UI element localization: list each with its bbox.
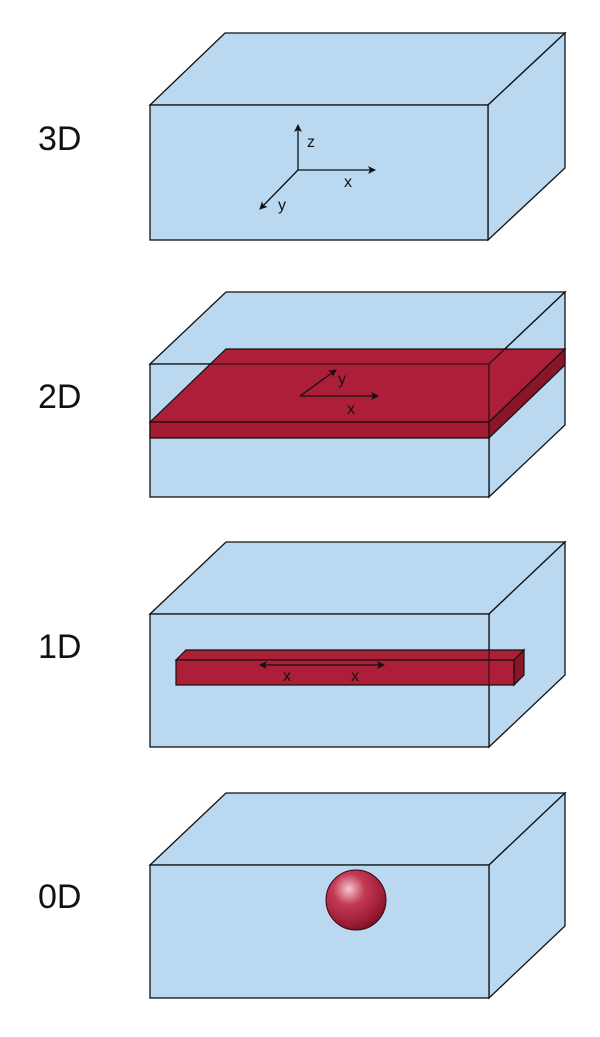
label-3d: 3D	[38, 120, 82, 158]
box-front-face	[149, 104, 489, 241]
box-edge	[488, 291, 566, 365]
y-axis-label: y	[338, 371, 346, 388]
label-1d: 1D	[38, 628, 82, 666]
coordinate-axes: z x y	[259, 124, 376, 214]
coordinate-axes: y x	[299, 369, 379, 418]
slab-front-face	[149, 421, 490, 439]
quantum-well-slab	[148, 347, 567, 440]
y-axis-arrow	[259, 169, 299, 210]
x-axis-label-left: x	[283, 668, 291, 685]
box-front-face	[149, 864, 490, 999]
box-visible-edges-over-slab	[150, 291, 566, 438]
z-axis-label: z	[307, 134, 315, 151]
wire-top-face	[174, 649, 526, 661]
bulk-box	[148, 31, 567, 242]
x-axis-label: x	[347, 401, 355, 418]
x-axis-label-right: x	[351, 668, 359, 685]
panel-2d: y x	[148, 290, 567, 499]
label-0d: 0D	[38, 878, 82, 916]
panel-0d	[148, 791, 567, 1000]
quantum-wire	[174, 648, 526, 687]
x-axis-label: x	[344, 174, 352, 191]
panel-3d: z x y	[148, 31, 567, 242]
label-2d: 2D	[38, 378, 82, 416]
panel-1d: x x	[148, 540, 567, 749]
y-axis-label: y	[278, 197, 286, 214]
coordinate-axes: x x	[259, 661, 385, 685]
y-axis-arrow	[299, 369, 337, 397]
wire-front-face	[175, 659, 515, 686]
quantum-dot-sphere	[325, 869, 387, 931]
